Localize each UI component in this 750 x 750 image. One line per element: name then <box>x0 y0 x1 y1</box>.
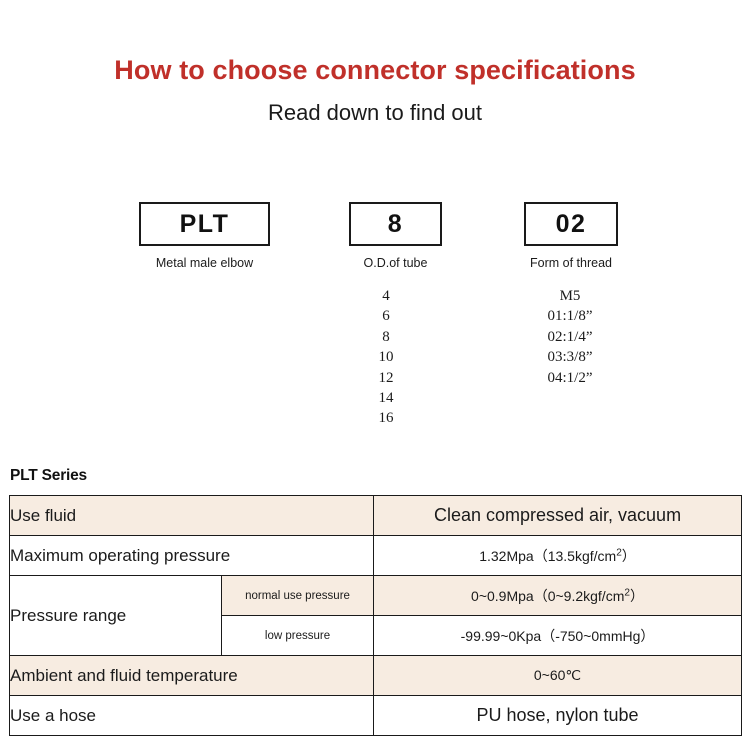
code-caption-thread-form: Form of thread <box>530 256 612 270</box>
table-cell-value: Clean compressed air, vacuum <box>373 495 743 536</box>
code-caption-tube-size: O.D.of tube <box>363 256 428 270</box>
page-subtitle: Read down to find out <box>267 100 483 125</box>
list-item: 01:1/8” <box>547 308 593 325</box>
table-cell-label: Maximum operating pressure <box>8 535 375 576</box>
code-box-tube-size-text: 8 <box>387 209 404 238</box>
table-row: low pressure -99.99~0Kpa（-750~0mmHg） <box>10 615 743 656</box>
spec-table-label: PLT Series <box>10 467 87 484</box>
option-list-thread-form: M5 01:1/8” 02:1/4” 03:3/8” 04:1/2” <box>500 286 640 388</box>
table-row: Pressure range normal use pressure 0~0.9… <box>9 575 743 656</box>
table-cell-value: 0~60℃ <box>373 655 743 696</box>
list-item: 16 <box>378 410 394 427</box>
code-caption-series: Metal male elbow <box>155 256 254 270</box>
spec-table-body: Use fluid Clean compressed air, vacuum M… <box>8 495 743 736</box>
spec-table: Use fluid Clean compressed air, vacuum M… <box>8 495 743 736</box>
page-title: How to choose connector specifications <box>114 55 636 85</box>
option-list-tube-size: 4 6 8 10 12 14 16 <box>330 286 442 429</box>
list-item: 03:3/8” <box>547 349 593 366</box>
code-box-tube-size: 8 <box>349 202 442 246</box>
table-cell-value: 0~0.9Mpa（0~9.2kgf/cm2） <box>373 575 743 616</box>
table-cell-sublabel: normal use pressure <box>220 575 375 616</box>
table-row: Use fluid Clean compressed air, vacuum <box>8 495 743 536</box>
table-row: Use a hose PU hose, nylon tube <box>8 695 743 736</box>
table-cell-label-pressure-range: Pressure range <box>9 575 222 656</box>
code-box-thread-form: 02 <box>524 202 618 246</box>
code-box-series-text: PLT <box>179 209 230 238</box>
code-box-series: PLT <box>139 202 270 246</box>
table-cell-label: Use a hose <box>8 695 375 736</box>
list-item: 02:1/4” <box>547 328 593 345</box>
table-cell-value: PU hose, nylon tube <box>373 695 743 736</box>
table-row: Ambient and fluid temperature 0~60℃ <box>8 655 743 696</box>
table-cell-value: 1.32Mpa（13.5kgf/cm2） <box>373 535 743 576</box>
list-item: 8 <box>382 328 390 345</box>
table-cell-label: Ambient and fluid temperature <box>8 655 375 696</box>
list-item: 4 <box>382 288 390 304</box>
table-cell-label: Use fluid <box>8 495 375 536</box>
table-cell-value: -99.99~0Kpa（-750~0mmHg） <box>373 615 743 656</box>
list-item: 04:1/2” <box>547 369 593 386</box>
list-item: 14 <box>378 390 394 407</box>
list-item: 6 <box>382 308 390 325</box>
table-row: Maximum operating pressure 1.32Mpa（13.5k… <box>8 535 743 576</box>
list-item: 12 <box>378 369 394 386</box>
list-item: 10 <box>378 349 394 366</box>
list-item: M5 <box>559 288 581 304</box>
code-box-thread-form-text: 02 <box>555 209 587 238</box>
table-cell-sublabel: low pressure <box>220 615 375 656</box>
